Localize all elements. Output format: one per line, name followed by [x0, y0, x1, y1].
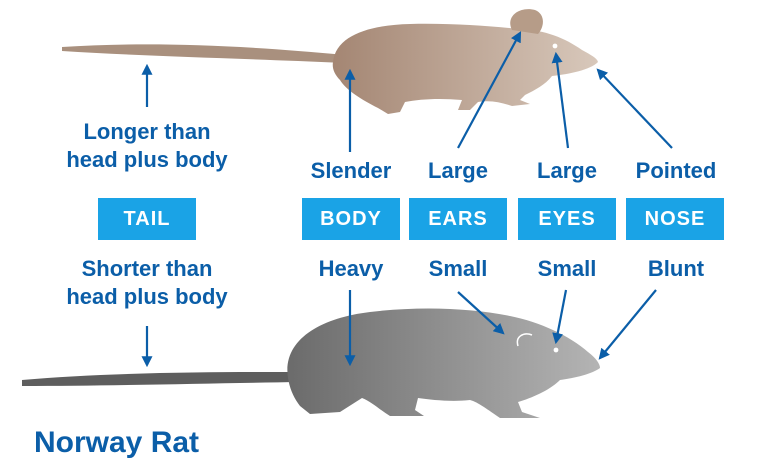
- body-badge: BODY: [302, 198, 400, 240]
- species-label: Norway Rat: [34, 425, 199, 461]
- mouse-silhouette: [62, 9, 598, 114]
- eyes-badge: EYES: [518, 198, 616, 240]
- eyes-bottom-label: Small: [518, 255, 616, 283]
- mouse-eye: [553, 44, 558, 49]
- nose-badge: NOSE: [626, 198, 724, 240]
- rat-eye: [554, 348, 559, 353]
- tail-badge: TAIL: [98, 198, 196, 240]
- tail-bottom-label: Shorter than head plus body: [47, 255, 247, 311]
- eyes-top-label: Large: [518, 157, 616, 185]
- body-bottom-label: Heavy: [298, 255, 404, 283]
- arrow-nose-bottom: [600, 290, 656, 358]
- arrow-nose-top: [598, 70, 672, 148]
- rat-tail: [22, 372, 300, 386]
- nose-bottom-label: Blunt: [620, 255, 732, 283]
- tail-top-label: Longer than head plus body: [47, 118, 247, 174]
- ears-badge: EARS: [409, 198, 507, 240]
- mouse-tail: [62, 44, 345, 63]
- ears-top-label: Large: [409, 157, 507, 185]
- body-top-label: Slender: [298, 157, 404, 185]
- rat-silhouette: [22, 309, 600, 418]
- ears-bottom-label: Small: [409, 255, 507, 283]
- mouse-ear: [510, 9, 543, 34]
- rat-body: [287, 309, 600, 418]
- nose-top-label: Pointed: [620, 157, 732, 185]
